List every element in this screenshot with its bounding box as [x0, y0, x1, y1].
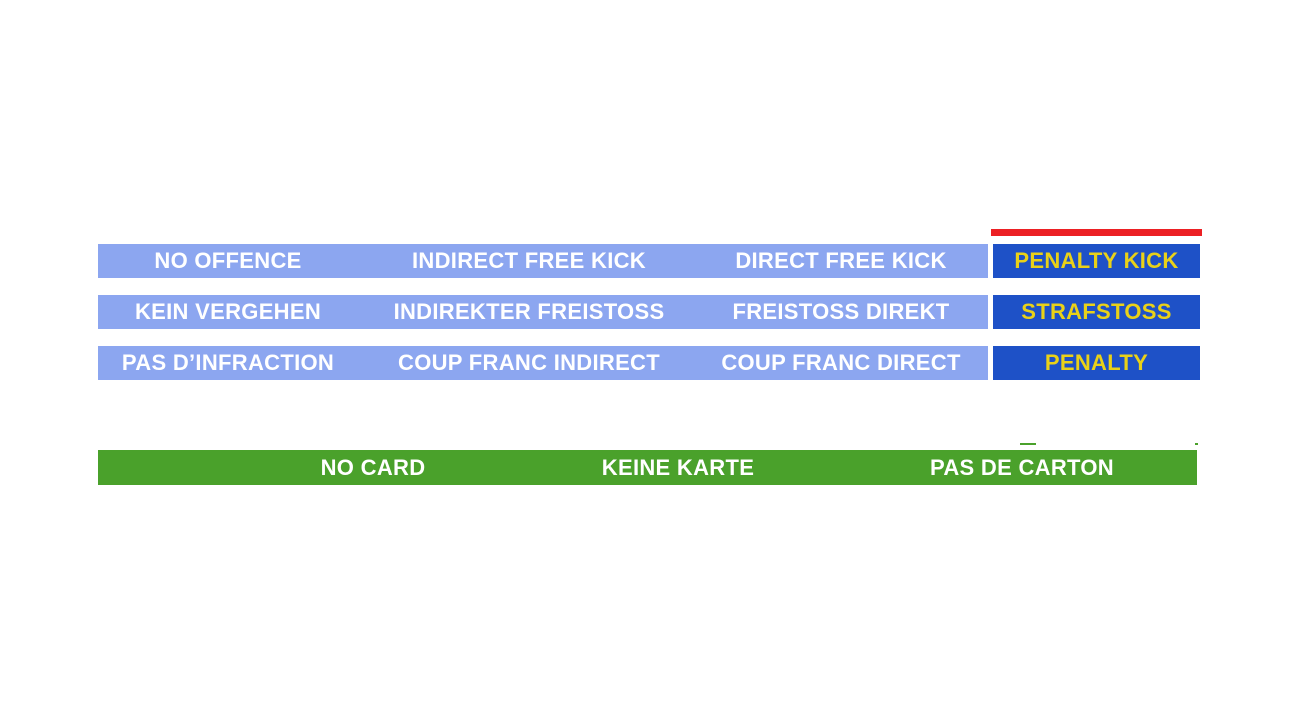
penalty-cell-french-label: PENALTY — [1044, 350, 1149, 375]
green-dot-artifact — [1195, 443, 1198, 445]
penalty-cell-german: STRAFSTOSS — [993, 295, 1200, 329]
green-dash-artifact — [1020, 443, 1036, 445]
table-row-english: NO OFFENCE INDIRECT FREE KICK DIRECT FRE… — [0, 244, 1290, 278]
cell-freistoss-direkt: FREISTOSS DIREKT — [732, 299, 950, 324]
cell-coup-franc-indirect: COUP FRANC INDIRECT — [398, 350, 660, 375]
cell-kein-vergehen: KEIN VERGEHEN — [134, 299, 322, 324]
penalty-cell-english: PENALTY KICK — [993, 244, 1200, 278]
cell-no-offence: NO OFFENCE — [154, 248, 302, 273]
no-card-bar: NO CARD KEINE KARTE PAS DE CARTON — [98, 450, 1197, 485]
cell-direct-free-kick: DIRECT FREE KICK — [735, 248, 947, 273]
penalty-cell-english-label: PENALTY KICK — [1014, 248, 1179, 273]
no-card-label-french: PAS DE CARTON — [930, 454, 1114, 480]
penalty-cell-german-label: STRAFSTOSS — [1021, 299, 1172, 324]
row-band-german: KEIN VERGEHEN INDIREKTER FREISTOSS FREIS… — [98, 295, 988, 329]
table-row-french: PAS D’INFRACTION COUP FRANC INDIRECT COU… — [0, 346, 1290, 380]
row-band-english: NO OFFENCE INDIRECT FREE KICK DIRECT FRE… — [98, 244, 988, 278]
penalty-cell-french: PENALTY — [993, 346, 1200, 380]
cell-indirekter-freistoss: INDIREKTER FREISTOSS — [393, 299, 665, 324]
row-band-french: PAS D’INFRACTION COUP FRANC INDIRECT COU… — [98, 346, 988, 380]
cell-coup-franc-direct: COUP FRANC DIRECT — [721, 350, 961, 375]
table-row-german: KEIN VERGEHEN INDIREKTER FREISTOSS FREIS… — [0, 295, 1290, 329]
no-card-label-english: NO CARD — [320, 454, 426, 480]
cell-indirect-free-kick: INDIRECT FREE KICK — [412, 248, 646, 273]
cell-pas-d-infraction: PAS D’INFRACTION — [121, 350, 335, 375]
penalty-column-highlight-bar — [991, 229, 1202, 236]
no-card-label-german: KEINE KARTE — [601, 454, 755, 480]
